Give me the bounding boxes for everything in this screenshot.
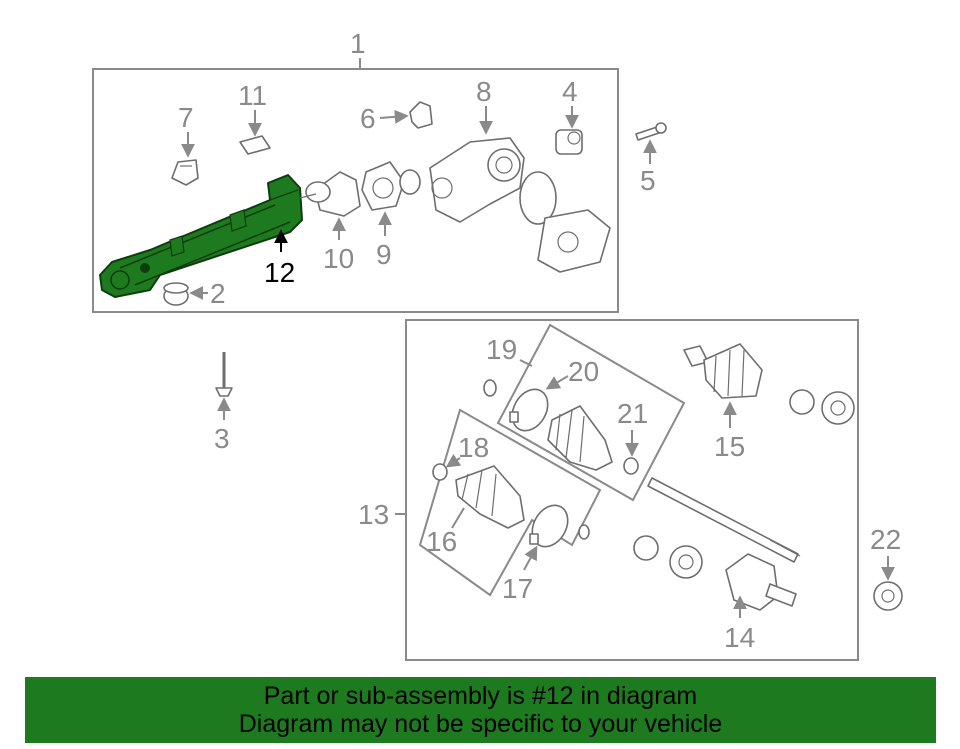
callout-10: 10	[323, 243, 354, 274]
callout-21: 21	[617, 398, 648, 429]
part-8-differential-case[interactable]	[399, 137, 525, 223]
callout-6: 6	[360, 103, 376, 134]
part-3-bolt[interactable]	[215, 352, 233, 397]
part-20-clamp[interactable]	[505, 383, 555, 437]
callout-16: 16	[426, 526, 457, 557]
callout-9: 9	[376, 239, 392, 270]
callout-2: 2	[210, 278, 226, 309]
part-19-ring[interactable]	[483, 379, 497, 397]
part-7-bracket[interactable]	[171, 159, 199, 186]
banner-line-2: Diagram may not be specific to your vehi…	[238, 710, 723, 738]
callout-15: 15	[714, 431, 745, 462]
part-15-joint[interactable]	[683, 343, 763, 399]
callout-19: 19	[486, 334, 517, 365]
part-21-ring[interactable]	[623, 457, 639, 475]
callout-20: 20	[568, 356, 599, 387]
seal-ring[interactable]	[578, 524, 590, 540]
part-4-mount[interactable]	[555, 129, 583, 155]
callout-5: 5	[640, 165, 656, 196]
callout-3: 3	[214, 423, 230, 454]
part-9-gasket[interactable]	[361, 161, 405, 211]
callout-11: 11	[238, 80, 267, 111]
callout-4: 4	[562, 76, 578, 107]
callout-14: 14	[724, 622, 755, 653]
callout-18: 18	[458, 432, 489, 463]
part-18-ring[interactable]	[432, 463, 448, 481]
callout-1: 1	[350, 28, 366, 59]
assembly-box-1	[92, 68, 619, 313]
banner-line-1: Part or sub-assembly is #12 in diagram	[263, 682, 698, 710]
axle-shaft[interactable]	[647, 477, 801, 563]
part-16-boot[interactable]	[455, 465, 525, 529]
part-6-sensor[interactable]	[409, 101, 433, 129]
boot-inner[interactable]	[547, 405, 613, 471]
part-12-housing[interactable]	[99, 174, 303, 298]
part-10-cover[interactable]	[299, 171, 361, 217]
tripod-parts[interactable]	[789, 389, 855, 425]
part-11-clip[interactable]	[239, 135, 271, 155]
callout-17: 17	[502, 573, 533, 604]
kit-box-18	[418, 408, 602, 597]
part-17-clamp[interactable]	[525, 499, 575, 553]
callout-12: 12	[264, 257, 295, 288]
part-2-bushing[interactable]	[163, 282, 189, 306]
kit-box-19	[496, 323, 686, 502]
assembly-box-13	[405, 319, 859, 661]
callout-13: 13	[358, 499, 389, 530]
inner-joint-parts[interactable]	[633, 535, 703, 579]
part-22-nut[interactable]	[873, 581, 903, 611]
info-banner: Part or sub-assembly is #12 in diagram D…	[25, 677, 936, 743]
differential-cover[interactable]	[519, 171, 611, 273]
callout-7: 7	[178, 102, 194, 133]
callout-22: 22	[870, 524, 901, 555]
part-5-bolt[interactable]	[635, 122, 667, 141]
part-14-outer-joint[interactable]	[725, 553, 797, 611]
parts-diagram: 1 7 11 6 8 4 5 12 10 9 2 3	[92, 28, 903, 661]
callout-8: 8	[476, 76, 492, 107]
